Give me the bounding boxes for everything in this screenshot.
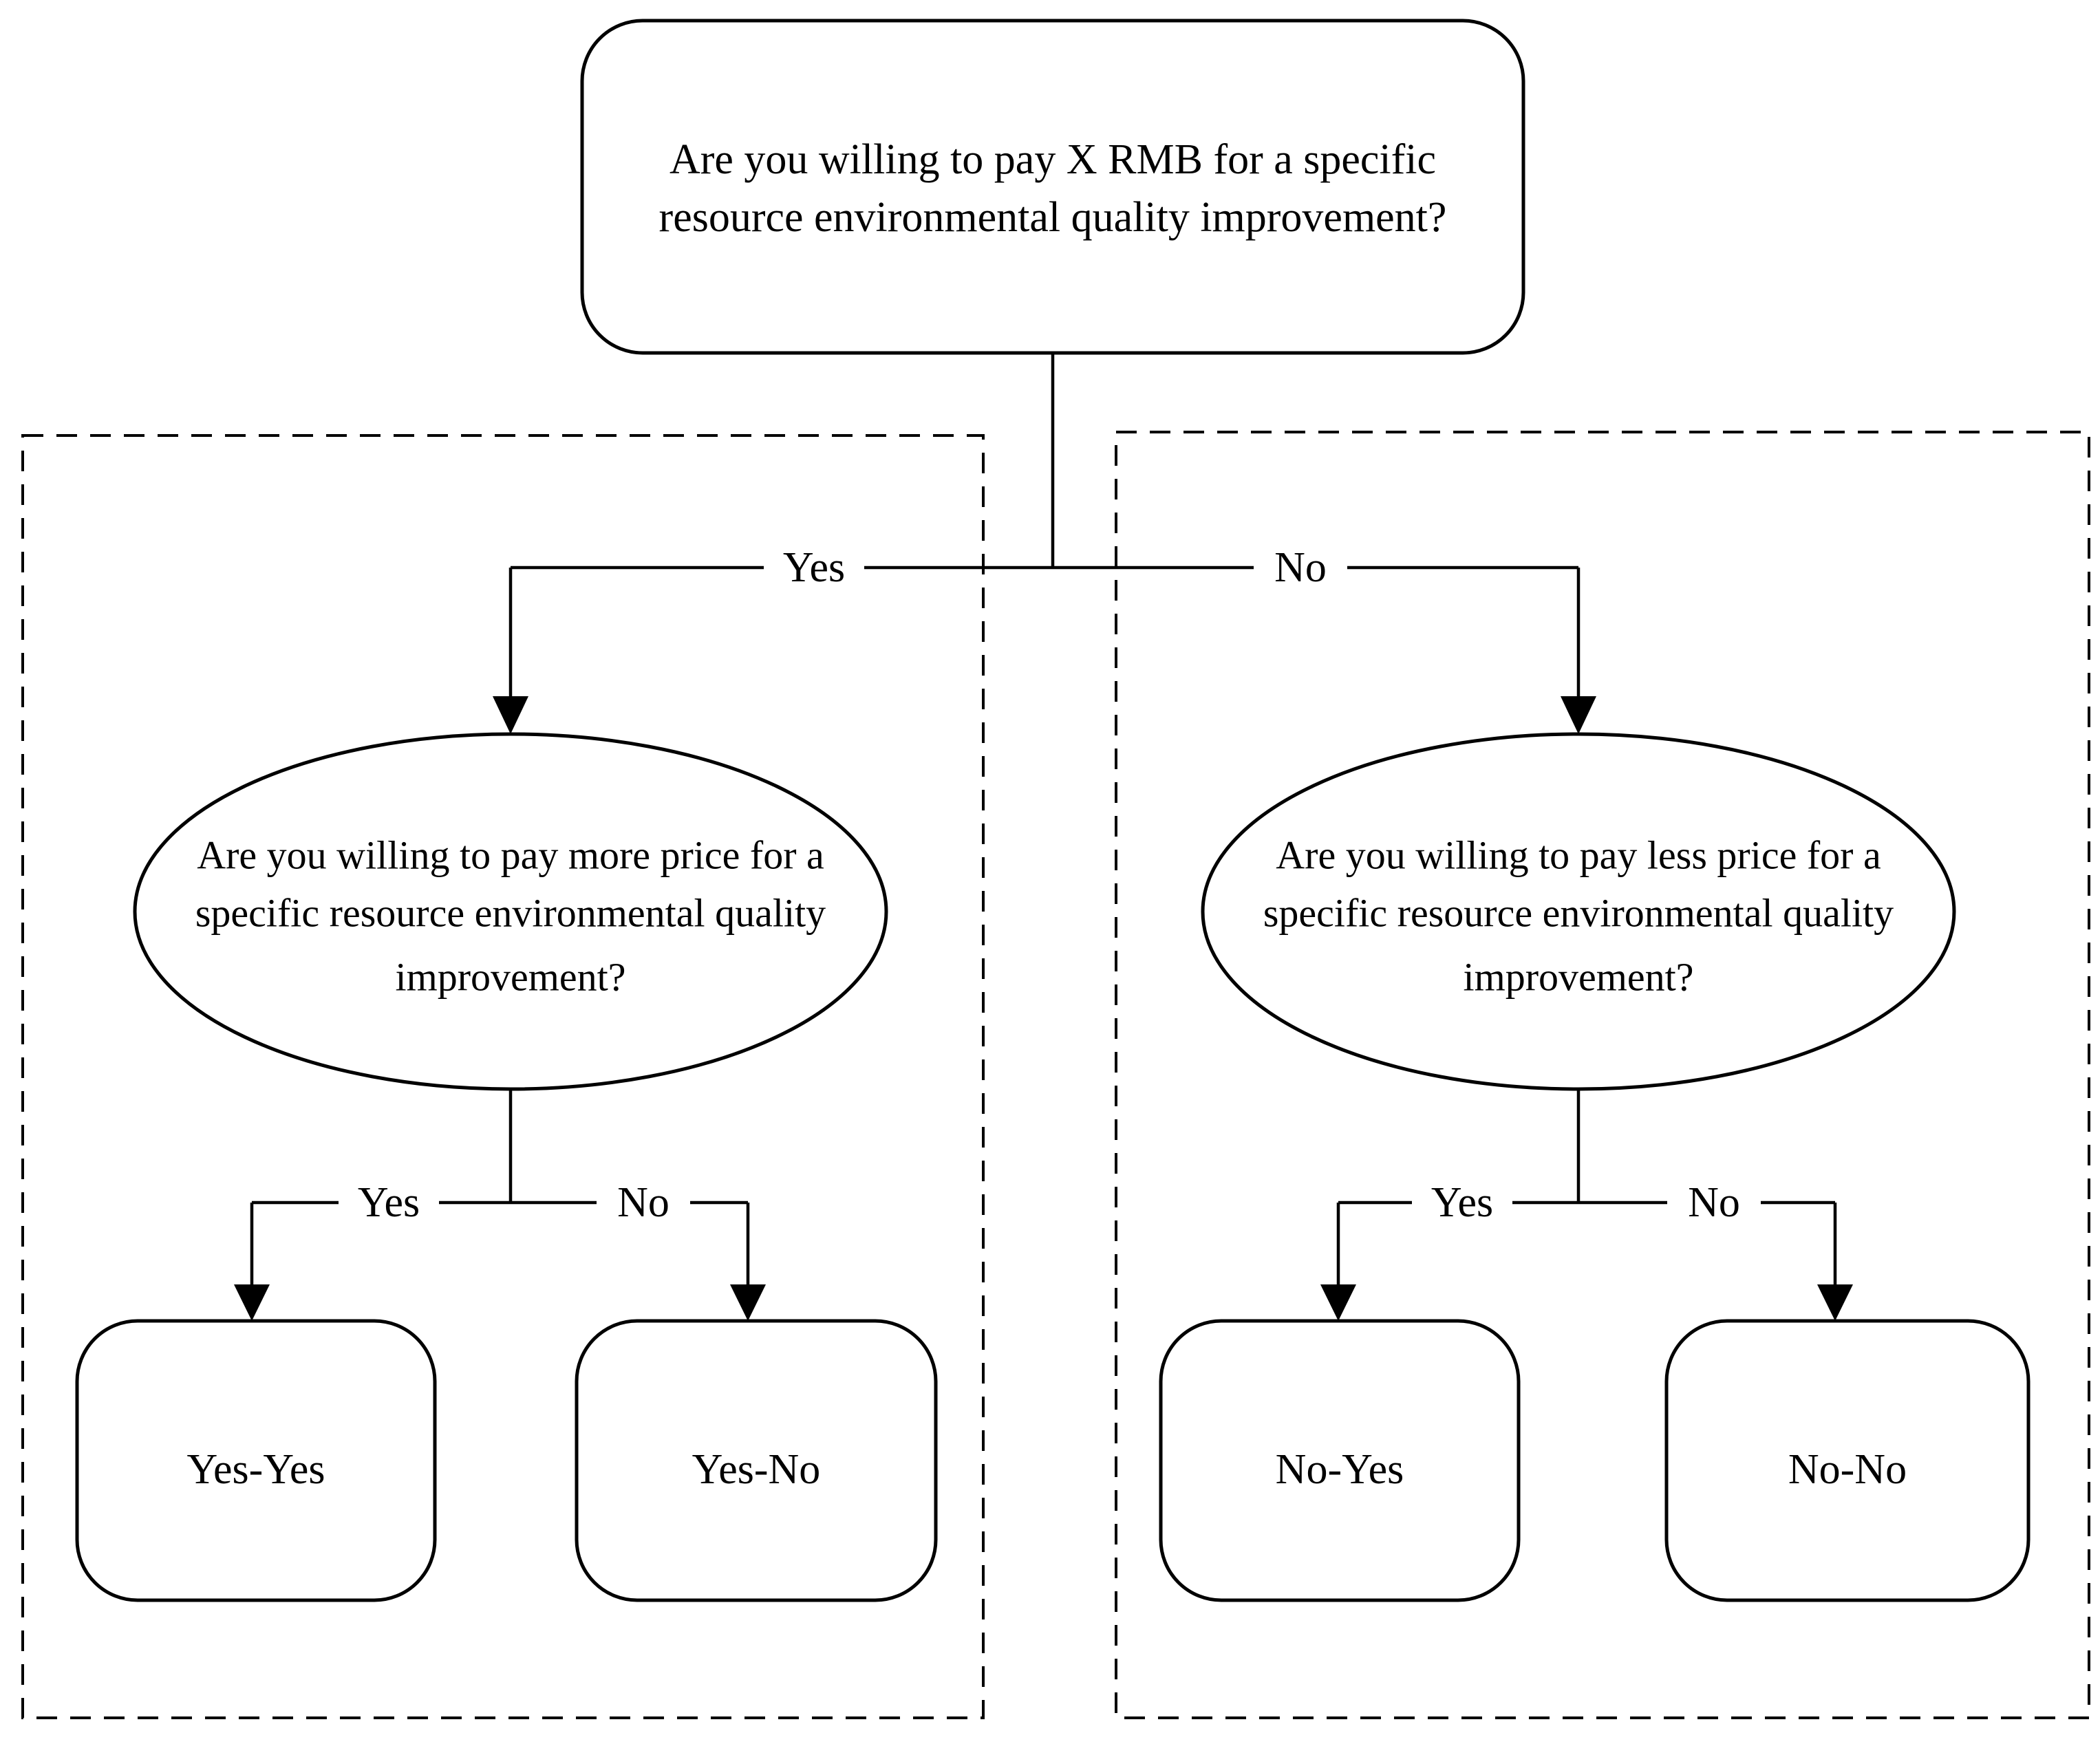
right-no-label-bg (1667, 1174, 1761, 1231)
top-yes-label: Yes (783, 544, 845, 591)
root-question-node (580, 19, 1525, 355)
top-no-label-bg (1254, 539, 1347, 596)
left-yes-label-bg (339, 1174, 439, 1231)
right-yes-label-bg (1412, 1174, 1512, 1231)
outcome-node-no-yes (1159, 1319, 1521, 1602)
top-yes-label-bg (764, 539, 864, 596)
arrowhead-right-yes-icon (1320, 1284, 1356, 1321)
group-container-no-side (1115, 431, 2090, 1719)
outcome-node-no-no (1664, 1319, 2031, 1602)
more-price-line-2: specific resource environmental quality (195, 891, 826, 936)
left-yes-label: Yes (358, 1179, 420, 1226)
outcome-node-yes-no (575, 1319, 938, 1602)
arrowhead-left-yes-icon (234, 1284, 270, 1321)
arrowhead-top-no-icon (1561, 696, 1596, 734)
arrowhead-right-no-icon (1817, 1284, 1853, 1321)
arrowhead-left-no-icon (730, 1284, 766, 1321)
right-yes-label: Yes (1431, 1179, 1493, 1226)
outcome-label-yes-yes: Yes-Yes (186, 1446, 325, 1493)
outcome-label-no-yes: No-Yes (1276, 1446, 1404, 1493)
more-price-line-3: improvement? (395, 955, 625, 1000)
root-question-line-2: resource environmental quality improveme… (659, 194, 1447, 241)
outcome-label-yes-no: Yes-No (692, 1446, 821, 1493)
less-price-line-1: Are you willing to pay less price for a (1276, 833, 1881, 878)
more-price-line-1: Are you willing to pay more price for a (197, 833, 824, 878)
right-no-label: No (1688, 1179, 1740, 1226)
outcome-label-no-no: No-No (1788, 1446, 1907, 1493)
left-no-label-bg (597, 1174, 690, 1231)
top-no-label: No (1274, 544, 1327, 591)
root-question-line-1: Are you willing to pay X RMB for a speci… (669, 136, 1436, 183)
question-node-less-price (1201, 732, 1956, 1091)
group-container-yes-side (21, 434, 985, 1719)
less-price-line-3: improvement? (1463, 955, 1693, 1000)
question-node-more-price (133, 732, 888, 1091)
arrowhead-top-yes-icon (493, 696, 528, 734)
left-no-label: No (617, 1179, 669, 1226)
less-price-line-2: specific resource environmental quality (1263, 891, 1894, 936)
outcome-node-yes-yes (75, 1319, 437, 1602)
